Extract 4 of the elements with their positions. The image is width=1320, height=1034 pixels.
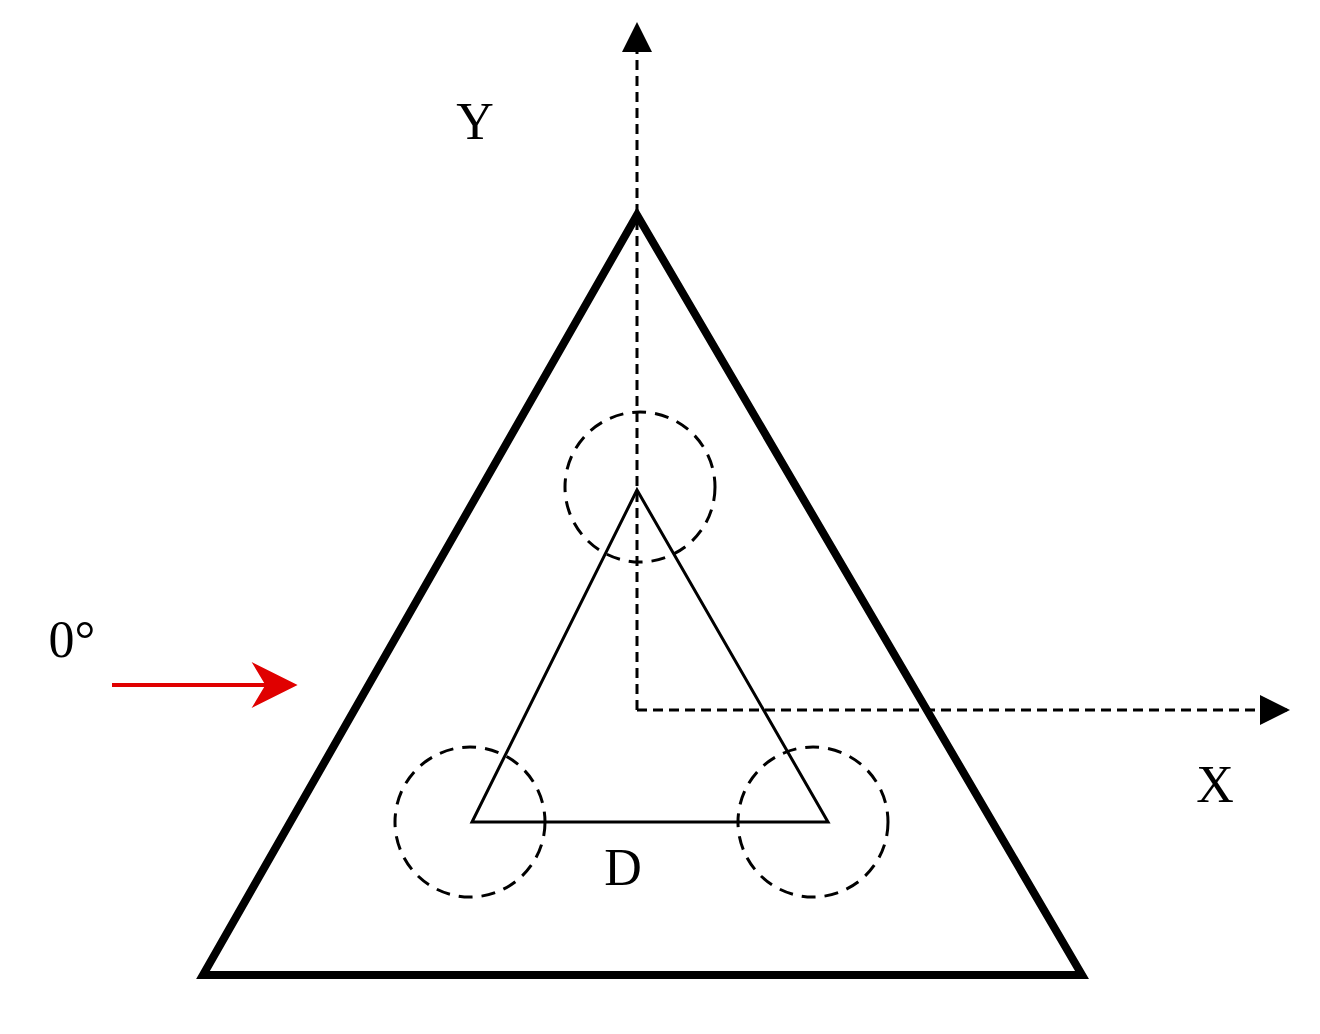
angle-label: 0° [48, 614, 96, 666]
axis-label: Y [456, 96, 494, 148]
dimension-label: D [604, 842, 642, 894]
axis-label: X [1196, 759, 1234, 811]
